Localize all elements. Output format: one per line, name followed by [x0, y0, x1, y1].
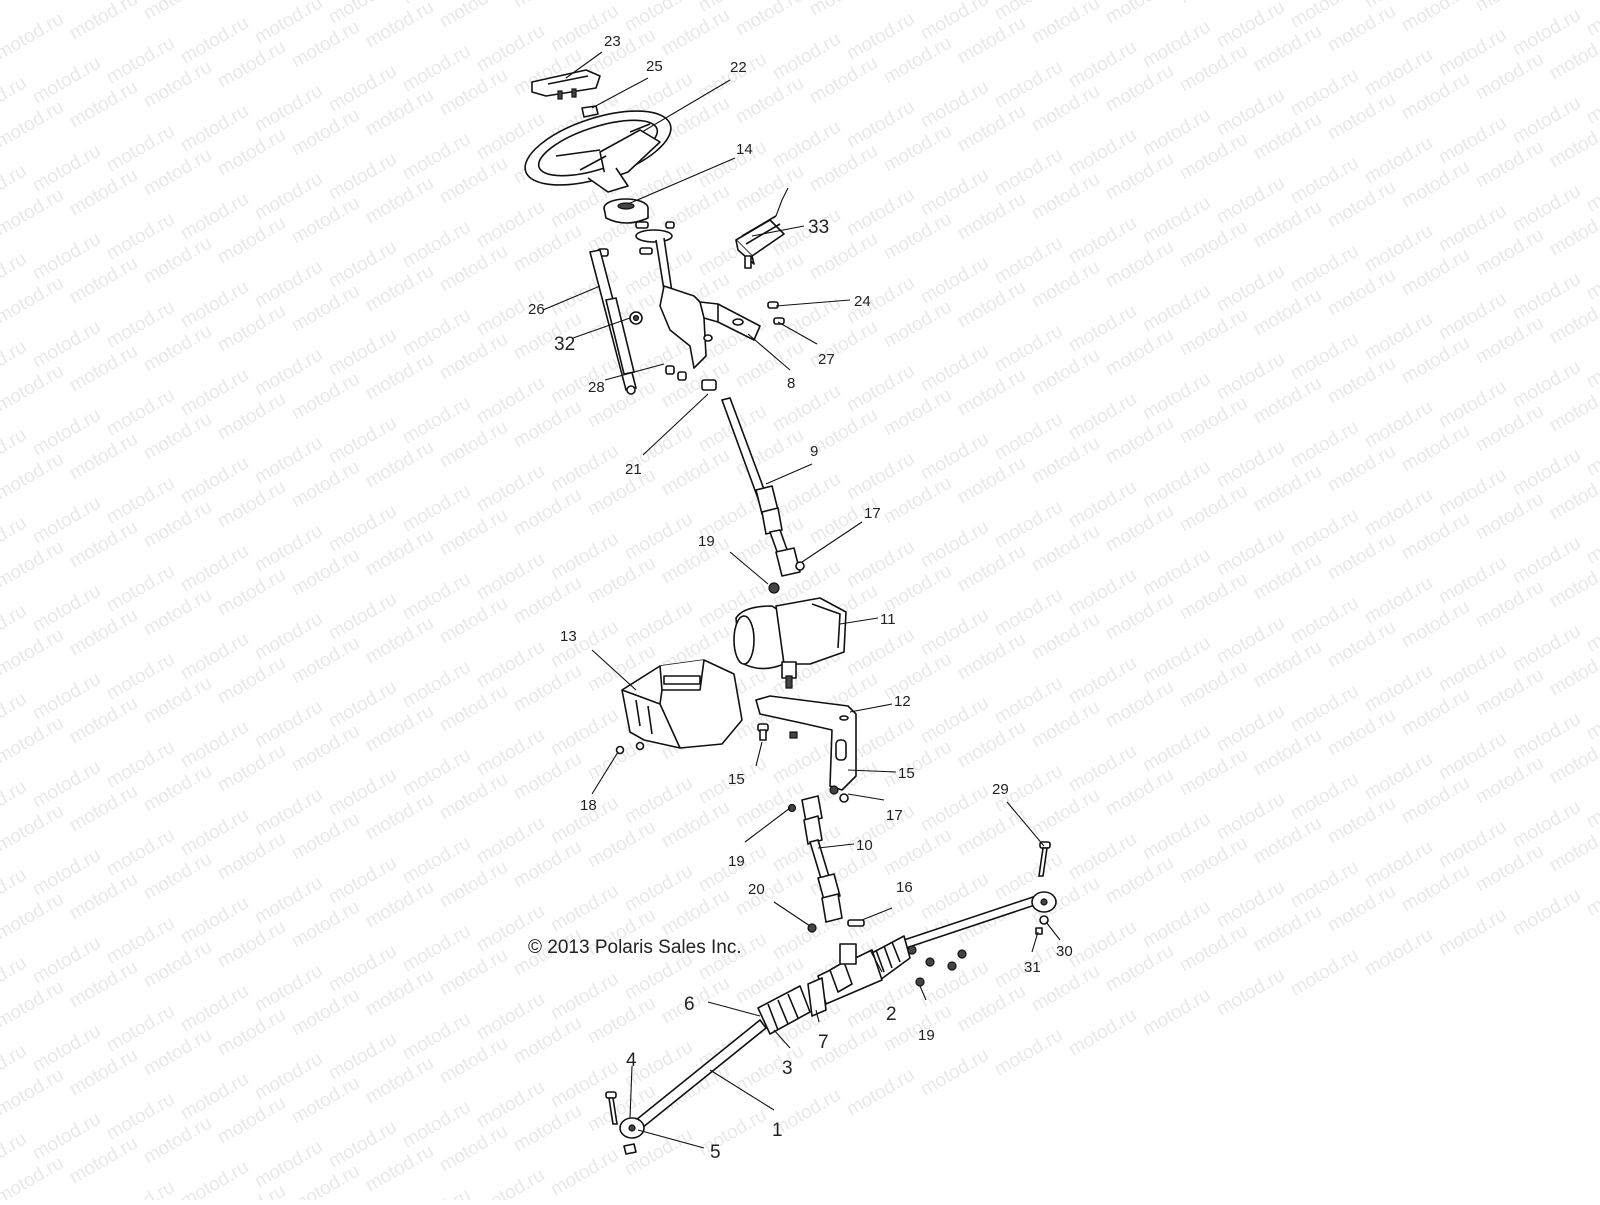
watermark-text: motod.ru	[843, 1065, 918, 1121]
watermark-text: motod.ru	[140, 0, 215, 24]
watermark-text: motod.ru	[1139, 985, 1214, 1041]
watermark-text: motod.ru	[695, 1105, 770, 1161]
watermark-text: motod.ru	[547, 1145, 622, 1200]
watermark-text: motod.ru	[1583, 513, 1600, 569]
callout-14: 14	[736, 141, 753, 158]
watermark-text: motod.ru	[991, 1025, 1066, 1081]
watermark-text: motod.ru	[1583, 161, 1600, 217]
watermark-text: motod.ru	[1583, 865, 1600, 921]
callout-21: 21	[625, 461, 642, 478]
callout-33: 33	[808, 217, 829, 238]
watermark-text: motod.ru	[0, 977, 67, 1033]
watermark-text: motod.ru	[1435, 905, 1510, 961]
watermark-text: motod.ru	[0, 1065, 67, 1121]
watermark-text: motod.ru	[917, 1045, 992, 1101]
callout-26: 26	[528, 301, 545, 318]
watermark-text: motod.ru	[0, 713, 67, 769]
callout-17-upper: 17	[864, 505, 881, 522]
watermark-text: motod.ru	[1472, 0, 1547, 16]
callout-11: 11	[880, 611, 896, 628]
watermark-text: motod.ru	[1583, 689, 1600, 745]
watermark-text: motod.ru	[177, 1157, 252, 1200]
callout-15-right: 15	[898, 765, 915, 782]
callout-19-lower: 19	[918, 1027, 935, 1044]
watermark-text: motod.ru	[0, 97, 67, 153]
callout-8: 8	[787, 375, 795, 392]
watermark-text: motod.ru	[0, 361, 67, 417]
watermark-text: motod.ru	[1287, 945, 1362, 1001]
watermark-text: motod.ru	[510, 0, 585, 12]
part-32-clip	[630, 312, 642, 324]
callout-28: 28	[588, 379, 605, 396]
watermark-text: motod.ru	[806, 0, 881, 20]
watermark-text: motod.ru	[0, 273, 67, 329]
watermark-text: motod.ru	[1583, 0, 1600, 40]
watermark-text: motod.ru	[0, 625, 67, 681]
watermark-text: motod.ru	[399, 1185, 474, 1200]
watermark-text: motod.ru	[1176, 0, 1251, 8]
watermark-text: motod.ru	[1583, 249, 1600, 305]
callout-6: 6	[684, 994, 695, 1015]
watermark-text: motod.ru	[436, 0, 511, 32]
callout-9: 9	[810, 443, 818, 460]
watermark-text: motod.ru	[1065, 1005, 1140, 1061]
watermark-text: motod.ru	[0, 9, 67, 65]
watermark-text: motod.ru	[214, 0, 289, 4]
watermark-text: motod.ru	[0, 801, 67, 857]
callout-23: 23	[604, 33, 621, 50]
watermark-text: motod.ru	[1102, 0, 1177, 28]
watermark-text: motod.ru	[1583, 425, 1600, 481]
part-12-mount-bracket	[756, 696, 856, 790]
callout-19-mid: 19	[728, 853, 745, 870]
watermark-text: motod.ru	[1361, 925, 1436, 981]
watermark-text: motod.ru	[1583, 73, 1600, 129]
watermark-text: motod.ru	[103, 1177, 178, 1200]
part-14-hub	[604, 199, 648, 223]
callout-10: 10	[856, 837, 873, 854]
watermark-text: motod.ru	[1509, 885, 1584, 941]
callout-16: 16	[896, 879, 913, 896]
callout-4: 4	[626, 1050, 637, 1071]
callout-7: 7	[818, 1032, 829, 1053]
watermark-text: motod.ru	[1398, 0, 1473, 36]
callout-13: 13	[560, 628, 577, 645]
watermark-text: motod.ru	[732, 0, 807, 40]
callout-22: 22	[730, 59, 747, 76]
watermark-text: motod.ru	[1583, 777, 1600, 833]
watermark-text: motod.ru	[362, 0, 437, 52]
callout-32: 32	[554, 334, 575, 355]
callout-27: 27	[818, 351, 835, 368]
watermark-text: motod.ru	[0, 537, 67, 593]
callout-25: 25	[646, 58, 663, 75]
callout-3: 3	[782, 1058, 793, 1079]
callout-29: 29	[992, 781, 1009, 798]
watermark-text: motod.ru	[0, 449, 67, 505]
watermark-text: motod.ru	[0, 0, 30, 20]
callout-5: 5	[710, 1142, 721, 1163]
watermark-text: motod.ru	[0, 1153, 67, 1200]
part-13-cover	[622, 660, 742, 748]
callout-1: 1	[772, 1120, 783, 1141]
callout-18: 18	[580, 797, 597, 814]
callout-12: 12	[894, 693, 911, 710]
watermark-text: motod.ru	[1583, 337, 1600, 393]
watermark-text: motod.ru	[473, 1165, 548, 1200]
watermark-text: motod.ru	[0, 889, 67, 945]
callout-24: 24	[854, 293, 871, 310]
callout-20: 20	[748, 881, 765, 898]
watermark-text: motod.ru	[1583, 601, 1600, 657]
copyright-notice: © 2013 Polaris Sales Inc.	[528, 937, 742, 959]
watermark-text: motod.ru	[1028, 0, 1103, 48]
callout-30: 30	[1056, 943, 1073, 960]
callout-31: 31	[1024, 959, 1041, 976]
watermark-text: motod.ru	[0, 185, 67, 241]
watermark-text: motod.ru	[1213, 965, 1288, 1021]
callout-19-upper: 19	[698, 533, 715, 550]
watermark-text: motod.ru	[66, 0, 141, 44]
callout-17-lower: 17	[886, 807, 903, 824]
callout-15-left: 15	[728, 771, 745, 788]
callout-2: 2	[886, 1004, 897, 1025]
